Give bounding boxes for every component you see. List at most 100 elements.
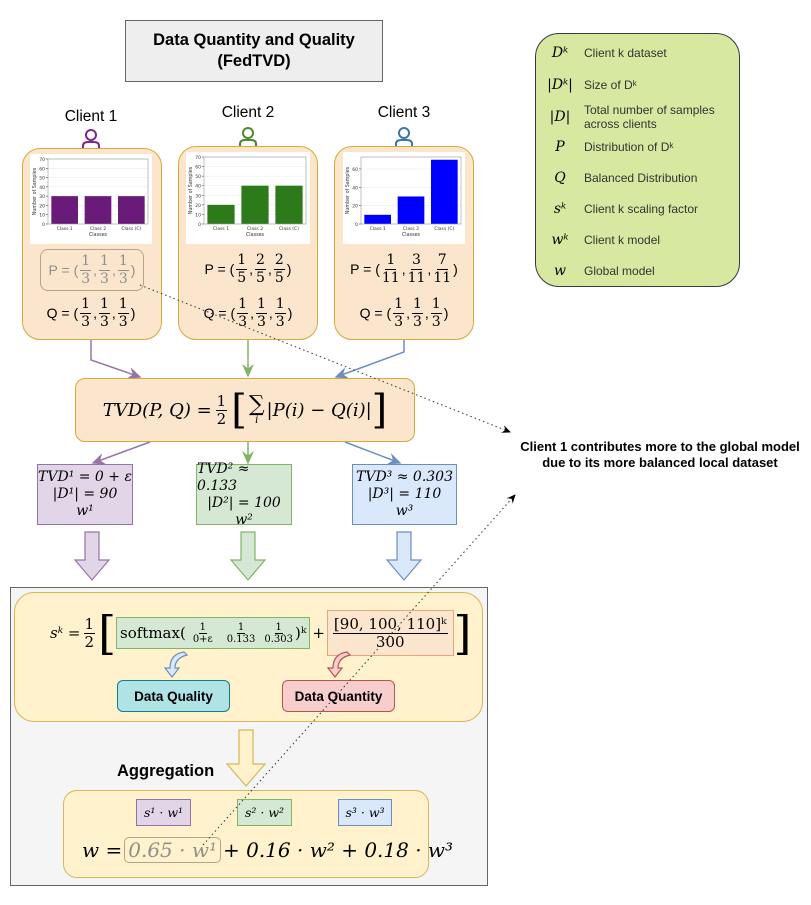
legend-item: |Dᵏ|Size of Dᵏ — [547, 77, 637, 93]
x-tick-label: Class 2 — [90, 226, 106, 232]
arrow-client3-to-tvd — [334, 340, 405, 379]
plot-frame — [47, 158, 149, 225]
open-bracket: [ — [231, 387, 247, 433]
y-tick-label: 0 — [198, 222, 201, 228]
person-icon — [239, 127, 257, 148]
x-axis-label: Classes — [246, 232, 265, 238]
tvd-value: TVD¹ = 0 + ε — [38, 469, 132, 485]
title-line-1: Data Quantity and Quality — [153, 31, 355, 49]
y-tick-label: 60 — [195, 165, 201, 171]
close-bracket: ] — [453, 606, 472, 660]
dataset-size: |D²| = 100 — [207, 494, 281, 511]
block-arrow-client3 — [385, 531, 423, 581]
p-prefix: P = ( — [350, 261, 380, 277]
summation: ∑ i — [248, 392, 265, 426]
x-tick-label: Class 1 — [370, 226, 386, 232]
q-prefix: Q = ( — [203, 305, 236, 321]
tvd-value: TVD³ ≈ 0.303 — [356, 469, 453, 485]
x-tick-label: Class (C) — [279, 226, 299, 232]
global-model-lhs: w = — [82, 838, 123, 862]
tvd-lhs: TVD(P, Q) = — [102, 399, 212, 421]
remaining-terms: + 0.16 · w² + 0.18 · w³ — [222, 838, 454, 862]
y-tick-label: 70 — [39, 157, 45, 163]
y-tick-label: 40 — [39, 185, 45, 191]
client-1-weighted-term: s¹ · w¹ — [136, 799, 191, 826]
bar — [241, 185, 269, 224]
client-2-weighted-term: s² · w² — [237, 799, 292, 826]
x-tick-label: Class 1 — [213, 226, 229, 232]
bar — [275, 185, 303, 224]
bar — [397, 196, 425, 224]
bar — [84, 196, 112, 224]
y-tick-label: 20 — [39, 203, 45, 209]
y-tick-label: 0 — [42, 222, 45, 228]
block-arrow-client2 — [229, 531, 267, 581]
client-1-result: TVD¹ = 0 + ε |D¹| = 90 w¹ — [37, 464, 133, 525]
model: w³ — [395, 503, 414, 519]
data-quality-label: Data Quality — [117, 680, 230, 712]
x-tick-label: Class (C) — [434, 226, 454, 232]
close-bracket: ] — [371, 387, 388, 433]
legend-item: |D|Total number of samples across client… — [549, 103, 715, 131]
y-tick-label: 10 — [195, 212, 201, 218]
sk-lhs: sᵏ = — [50, 624, 81, 642]
bar — [364, 214, 391, 224]
x-axis-label: Classes — [89, 232, 108, 238]
annotation-text: Client 1 contributes more to the global … — [520, 439, 800, 470]
bar — [51, 196, 78, 224]
arrow-client1-to-tvd — [90, 340, 142, 379]
client-2-label: Client 2 — [221, 104, 275, 121]
client-3-weighted-term: s³ · w³ — [338, 799, 392, 826]
plot-frame — [203, 156, 307, 225]
bar — [207, 204, 235, 224]
diagram-title: Data Quantity and Quality (FedTVD) — [125, 20, 383, 82]
x-axis-label: Classes — [402, 232, 421, 238]
y-tick-label: 50 — [195, 174, 201, 180]
arrow-tvd-to-res1 — [91, 441, 151, 465]
y-tick-label: 60 — [352, 167, 358, 173]
y-axis-label: Number of Samples — [345, 166, 351, 214]
y-tick-label: 10 — [39, 213, 45, 219]
block-arrow-client1 — [73, 531, 111, 581]
y-tick-label: 20 — [195, 203, 201, 209]
y-tick-label: 40 — [195, 184, 201, 190]
client-3-result: TVD³ ≈ 0.303 |D³| = 110 w³ — [352, 464, 457, 525]
q-prefix: Q = ( — [46, 305, 79, 321]
curved-arrow-icon — [163, 651, 189, 678]
client-2-result: TVD² ≈ 0.133 |D²| = 100 w² — [196, 461, 292, 528]
data-quantity-label: Data Quantity — [282, 680, 395, 712]
y-tick-label: 40 — [352, 185, 358, 191]
dataset-size: |D³| = 110 — [367, 486, 442, 502]
client-3-label: Client 3 — [377, 104, 431, 121]
plot-frame — [360, 156, 462, 225]
global-model-formula: w = 0.65 · w¹ + 0.16 · w² + 0.18 · w³ — [82, 833, 453, 867]
